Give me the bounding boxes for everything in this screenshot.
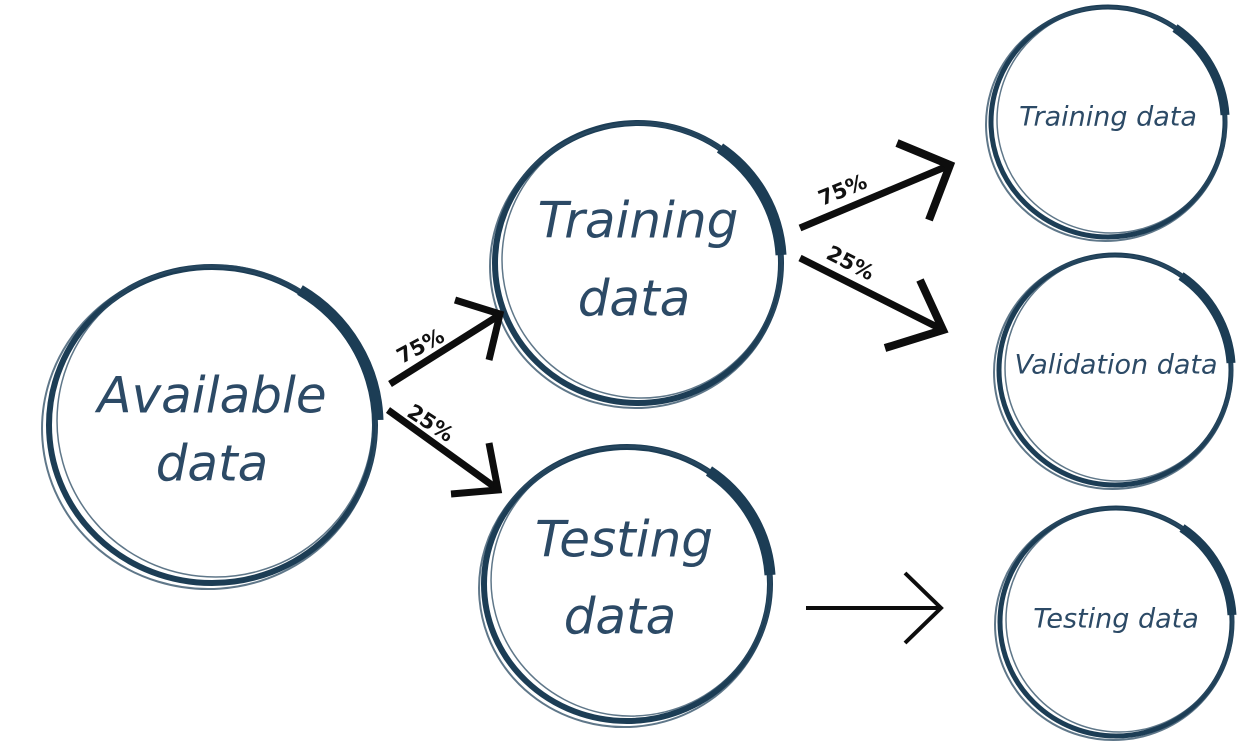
final-training-data-label: Training data — [1019, 102, 1197, 133]
arrow-training-to-final-training — [798, 139, 956, 232]
node-training-data: Training data — [489, 120, 787, 410]
available-data-label-line1: Available — [94, 367, 326, 425]
final-testing-data-ring — [994, 505, 1237, 742]
available-data-label-line2: data — [156, 435, 269, 493]
validation-data-ring — [993, 252, 1236, 491]
testing-data-label-line2: data — [564, 588, 677, 646]
split-label-training-validation: 25% — [823, 241, 879, 285]
testing-data-label-line1: Testing — [535, 511, 713, 569]
training-data-label-line1: Training — [538, 192, 739, 250]
training-data-ring — [489, 120, 787, 410]
node-final-training-data: Training data — [985, 4, 1230, 243]
final-training-data-ring — [985, 4, 1230, 243]
available-data-ring — [41, 264, 384, 591]
node-testing-data: Testing data — [478, 444, 776, 729]
testing-data-ring — [478, 444, 776, 729]
arrow-training-to-validation — [798, 254, 949, 352]
arrow-available-to-training — [388, 296, 505, 387]
validation-data-label: Validation data — [1014, 350, 1217, 381]
arrow-testing-to-final-testing — [806, 571, 944, 645]
final-testing-data-label: Testing data — [1033, 604, 1199, 635]
node-final-testing-data: Testing data — [994, 505, 1237, 742]
node-available-data: Available data — [41, 264, 384, 591]
training-data-label-line2: data — [578, 270, 691, 328]
node-validation-data: Validation data — [993, 252, 1236, 491]
arrow-available-to-testing — [385, 407, 503, 498]
